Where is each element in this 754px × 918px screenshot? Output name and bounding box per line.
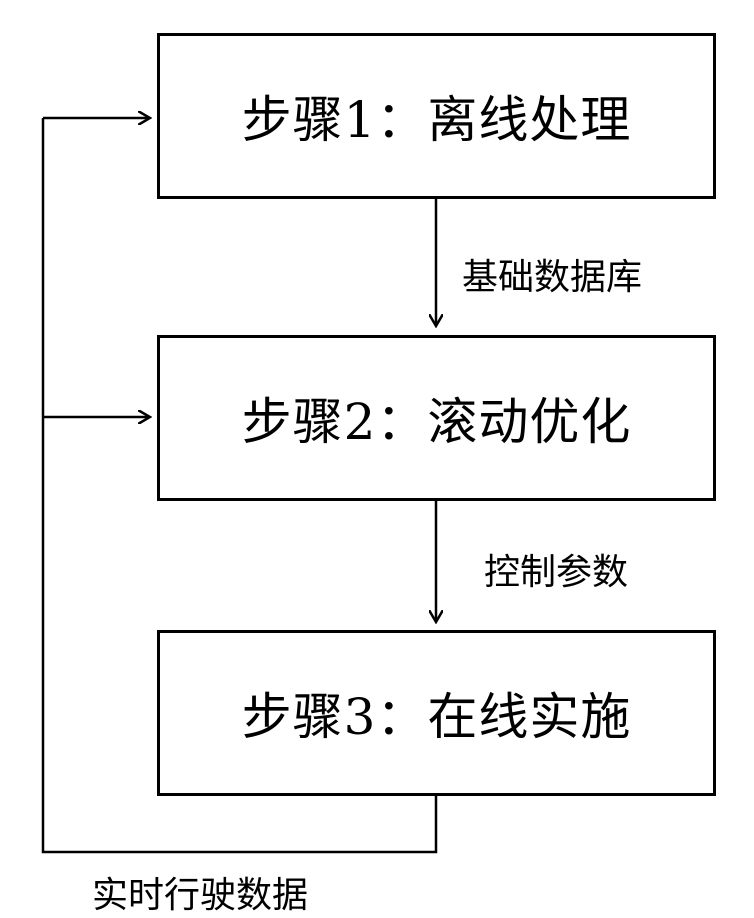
step2-label: 步骤2：滚动优化 xyxy=(242,382,632,454)
step3-box: 步骤3：在线实施 xyxy=(157,630,716,796)
edge-label-realtime-data: 实时行驶数据 xyxy=(92,866,308,918)
step1-box: 步骤1：离线处理 xyxy=(157,33,716,199)
step3-label: 步骤3：在线实施 xyxy=(242,677,632,749)
edge-label-control-params: 控制参数 xyxy=(484,543,628,595)
step1-label: 步骤1：离线处理 xyxy=(242,80,632,152)
step2-box: 步骤2：滚动优化 xyxy=(157,335,716,501)
edge-label-database: 基础数据库 xyxy=(462,248,642,300)
